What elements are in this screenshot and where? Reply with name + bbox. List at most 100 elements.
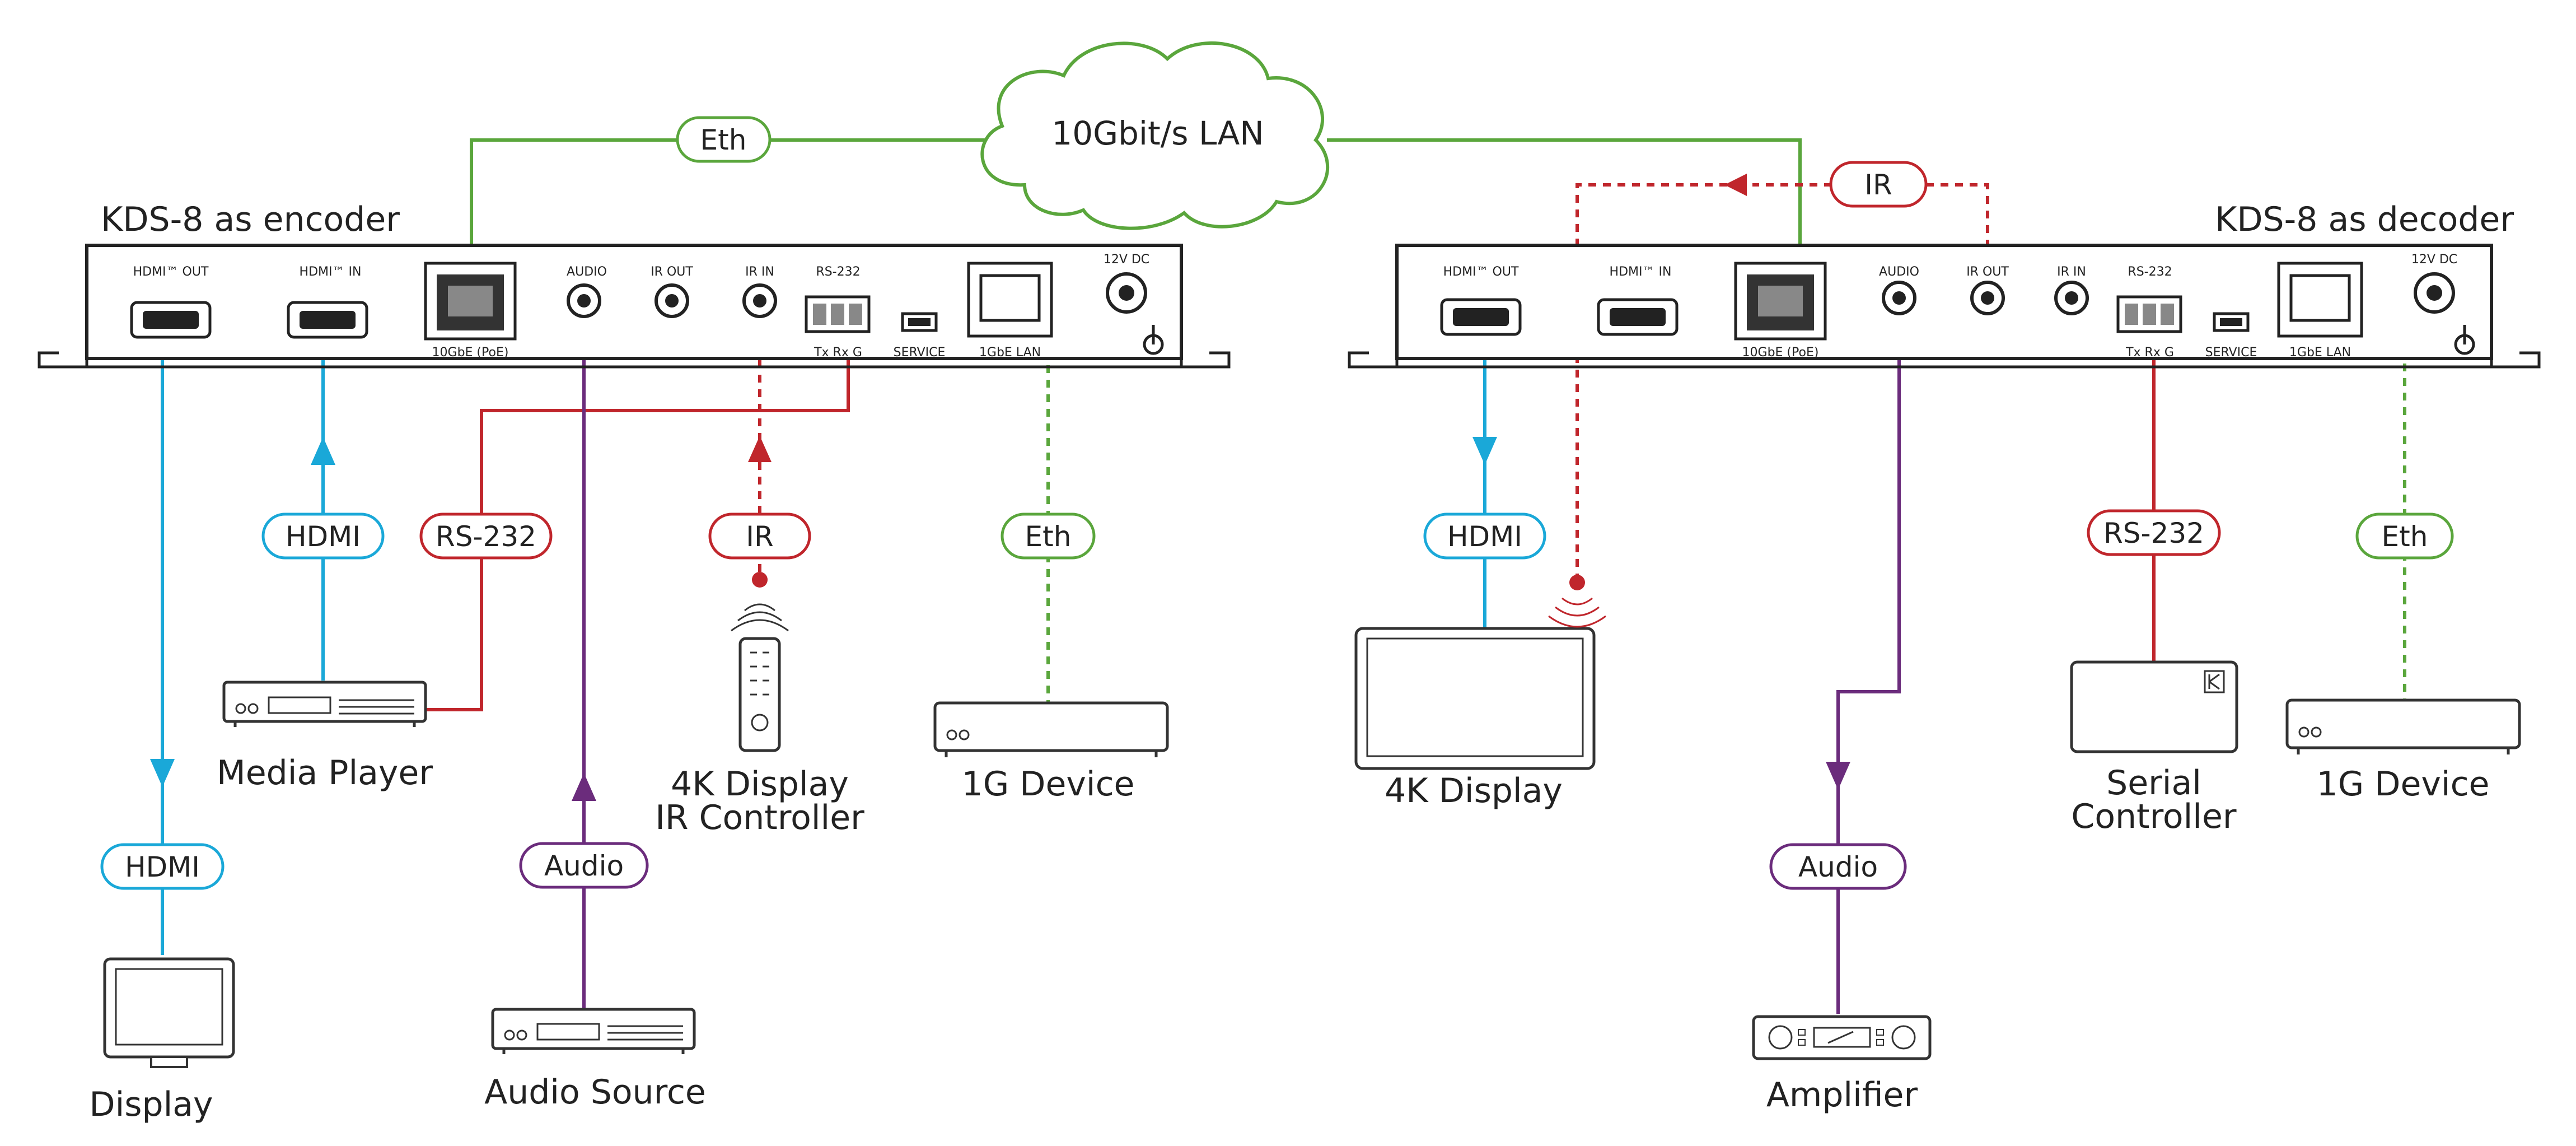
pill-enc-rs232: RS-232 bbox=[419, 513, 553, 560]
dec-hdmi-in-label: HDMI™ IN bbox=[1610, 265, 1672, 279]
ir-remote-waves-icon bbox=[731, 603, 789, 632]
svg-text:RS-232: RS-232 bbox=[436, 520, 536, 553]
amplifier-label: Amplifier bbox=[1766, 1075, 1918, 1115]
dec-audio-label: AUDIO bbox=[1879, 265, 1919, 279]
enc-lan1-jack bbox=[979, 274, 1041, 322]
pill-enc-ir: IR bbox=[708, 513, 811, 560]
dec-dc-jack-inner bbox=[2427, 285, 2442, 301]
pill-enc-audio: Audio bbox=[519, 842, 649, 889]
audio-source-label: Audio Source bbox=[484, 1073, 706, 1112]
dec-lan10-label: 10GbE (PoE) bbox=[1742, 346, 1819, 360]
dec-hdmi-in-slot bbox=[1610, 308, 1666, 326]
lan-cloud: 10Gbit/s LAN bbox=[980, 41, 1330, 230]
media-player: Media Player bbox=[217, 681, 433, 793]
display: Display bbox=[89, 957, 235, 1124]
enc-txrxg-label: Tx Rx G bbox=[814, 346, 862, 360]
pill-enc-hdmi-out: HDMI bbox=[100, 843, 225, 890]
enc-hdmi-out-arrow bbox=[150, 759, 175, 787]
enc-dc-jack-inner bbox=[1119, 285, 1134, 301]
enc-ir-out-jack-hole bbox=[665, 294, 679, 308]
enc-lan10-contacts bbox=[448, 286, 493, 316]
pill-dec-hdmi: HDMI bbox=[1423, 513, 1546, 560]
enc-rs232-pin1 bbox=[813, 304, 826, 325]
enc-ir-in-label: IR IN bbox=[745, 265, 774, 279]
dec-lan1-jack bbox=[2289, 274, 2351, 322]
g1-device-decoder: 1G Device bbox=[2285, 698, 2521, 804]
svg-text:Eth: Eth bbox=[700, 124, 747, 156]
enc-rs232-pin2 bbox=[831, 304, 844, 325]
cloud-shape bbox=[980, 41, 1330, 230]
serial-controller: Serial Controller bbox=[2070, 660, 2238, 836]
enc-service-label: SERVICE bbox=[894, 346, 946, 360]
encoder-title: KDS-8 as encoder bbox=[101, 200, 400, 239]
dec-rs232-pin3 bbox=[2161, 304, 2174, 325]
g1-device-decoder-label: 1G Device bbox=[2317, 765, 2490, 804]
enc-ir-in-jack-hole bbox=[753, 294, 766, 308]
pill-dec-rs232: RS-232 bbox=[2087, 509, 2221, 556]
svg-text:HDMI: HDMI bbox=[286, 520, 361, 553]
decoder-unit: KDS-8 as decoder HDMI™ OUT HDMI™ IN 10Gb… bbox=[1348, 200, 2541, 369]
svg-text:IR: IR bbox=[1864, 169, 1892, 201]
dec-lan1-label: 1GbE LAN bbox=[2289, 346, 2351, 360]
enc-rs232-cable bbox=[426, 336, 850, 711]
decoder-title: KDS-8 as decoder bbox=[2215, 200, 2514, 239]
display-4k: 4K Display bbox=[1354, 575, 1606, 810]
svg-text:IR: IR bbox=[746, 520, 774, 553]
cloud-label: 10Gbit/s LAN bbox=[1051, 114, 1264, 152]
dec-audio-cable bbox=[1836, 314, 1901, 1014]
enc-service-slot bbox=[908, 318, 931, 326]
dec-txrxg-label: Tx Rx G bbox=[2125, 346, 2174, 360]
dec-ir-in-jack-hole bbox=[2065, 291, 2078, 305]
svg-text:Audio: Audio bbox=[1798, 851, 1878, 883]
enc-hdmi-in-arrow bbox=[311, 437, 335, 465]
display-label: Display bbox=[89, 1085, 213, 1124]
dec-dc-label: 12V DC bbox=[2411, 253, 2457, 267]
g1-device-encoder: 1G Device bbox=[933, 701, 1169, 804]
svg-text:RS-232: RS-232 bbox=[2103, 517, 2204, 549]
dec-service-label: SERVICE bbox=[2205, 346, 2257, 360]
enc-rs232-label: RS-232 bbox=[816, 265, 860, 279]
lan-cable-decoder bbox=[1327, 138, 1802, 290]
ir-controller-label-2: IR Controller bbox=[655, 798, 864, 837]
serial-controller-label-2: Controller bbox=[2071, 797, 2236, 836]
decoder-flange-right bbox=[2490, 341, 2541, 369]
ir-out-cable-2 bbox=[1575, 183, 1727, 580]
g1-device-encoder-label: 1G Device bbox=[962, 765, 1135, 804]
enc-hdmi-in-label: HDMI™ IN bbox=[300, 265, 362, 279]
ir-arrow-left bbox=[1724, 174, 1747, 196]
pill-eth-top: Eth bbox=[676, 116, 772, 163]
lan-cable bbox=[470, 138, 991, 290]
enc-audio-arrow bbox=[572, 773, 596, 801]
pill-dec-audio: Audio bbox=[1769, 843, 1907, 890]
kramer-logo-icon bbox=[2204, 670, 2225, 693]
svg-text:HDMI: HDMI bbox=[1447, 520, 1522, 553]
enc-dc-label: 12V DC bbox=[1104, 253, 1149, 267]
ir-remote-controller: 4K Display IR Controller bbox=[655, 603, 864, 837]
decoder-flange-left bbox=[1348, 341, 1399, 369]
dec-rs232-pin2 bbox=[2143, 304, 2156, 325]
pill-enc-eth: Eth bbox=[1001, 513, 1096, 560]
dec-ir-emitter-dot bbox=[1569, 575, 1585, 590]
encoder-unit: KDS-8 as encoder HDMI™ OUT HDMI™ IN 10Gb… bbox=[38, 200, 1231, 369]
dec-ir-emitter-waves-icon bbox=[1548, 597, 1606, 628]
enc-ir-emitter-dot bbox=[752, 572, 768, 588]
enc-lan10-label: 10GbE (PoE) bbox=[432, 346, 509, 360]
svg-text:Audio: Audio bbox=[544, 850, 624, 882]
enc-hdmi-out-slot bbox=[143, 311, 199, 329]
amplifier: Amplifier bbox=[1752, 1015, 1932, 1115]
pill-enc-hdmi-in: HDMI bbox=[261, 513, 385, 560]
dec-hdmi-out-slot bbox=[1453, 308, 1509, 326]
enc-hdmi-in-slot bbox=[300, 311, 356, 329]
svg-text:Eth: Eth bbox=[1025, 520, 1072, 553]
dec-rs232-pin1 bbox=[2125, 304, 2138, 325]
audio-source: Audio Source bbox=[484, 1008, 706, 1112]
dec-service-slot bbox=[2220, 318, 2242, 326]
enc-ir-arrow bbox=[748, 436, 772, 462]
dec-hdmi-arrow bbox=[1472, 437, 1497, 465]
enc-rs232-pin3 bbox=[849, 304, 862, 325]
ir-controller-label-1: 4K Display bbox=[671, 765, 849, 804]
svg-text:Eth: Eth bbox=[2382, 520, 2428, 553]
dec-ir-in-label: IR IN bbox=[2057, 265, 2086, 279]
enc-lan1-label: 1GbE LAN bbox=[979, 346, 1041, 360]
